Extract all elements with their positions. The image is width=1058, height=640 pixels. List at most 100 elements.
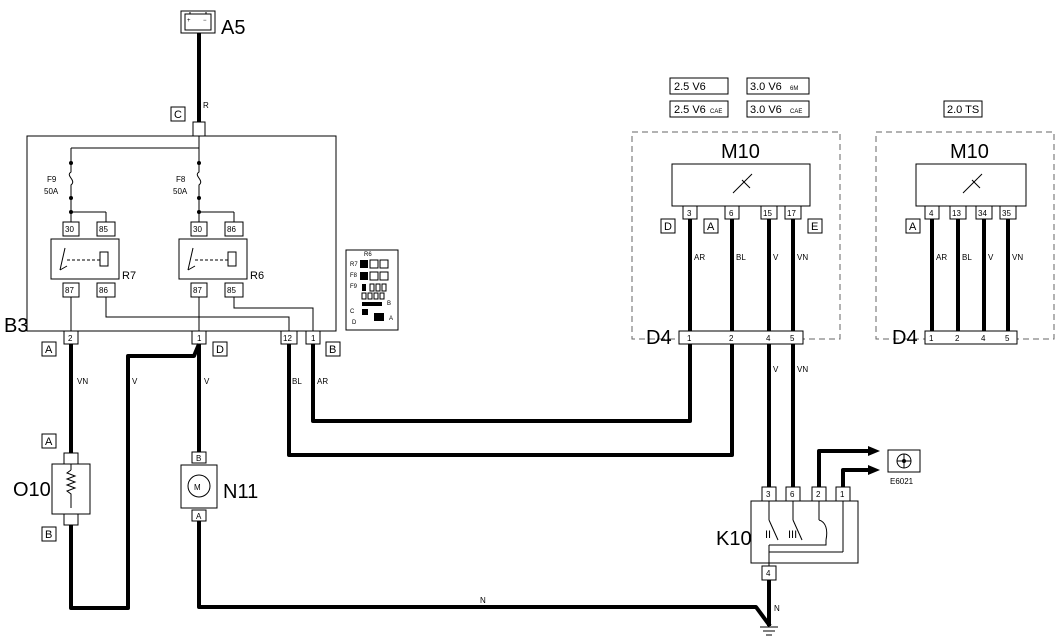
svg-text:D4: D4 <box>646 327 672 349</box>
svg-text:V: V <box>204 377 210 386</box>
svg-text:M10: M10 <box>721 141 760 163</box>
injector-icon <box>962 173 983 194</box>
svg-text:AR: AR <box>317 377 328 386</box>
engine-variants: 2.5 V6 3.0 V6 6M 2.5 V6 CAE 3.0 V6 CAE 2… <box>669 77 983 118</box>
connector-c: C <box>174 109 182 121</box>
svg-text:B: B <box>45 529 52 541</box>
svg-text:30: 30 <box>193 225 202 234</box>
svg-text:13: 13 <box>952 209 961 218</box>
svg-text:III: III <box>788 529 797 541</box>
svg-text:E: E <box>811 221 818 233</box>
connector-d4-left: 1 2 4 5 D4 <box>646 327 804 349</box>
svg-text:M: M <box>194 483 201 492</box>
label-n11: N11 <box>223 481 258 503</box>
wire-k10-e6021-b <box>841 468 868 487</box>
svg-text:3.0 V6: 3.0 V6 <box>750 81 782 93</box>
svg-text:87: 87 <box>65 286 74 295</box>
svg-text:2: 2 <box>729 334 734 343</box>
svg-text:12: 12 <box>283 334 292 343</box>
svg-text:VN: VN <box>797 253 808 262</box>
svg-text:D: D <box>216 344 224 356</box>
svg-text:1: 1 <box>197 334 202 343</box>
svg-text:86: 86 <box>99 286 108 295</box>
svg-text:5: 5 <box>1005 334 1010 343</box>
svg-text:E6021: E6021 <box>890 477 914 486</box>
svg-text:1: 1 <box>929 334 934 343</box>
svg-text:VN: VN <box>77 377 88 386</box>
svg-text:BL: BL <box>736 253 746 262</box>
svg-text:30: 30 <box>65 225 74 234</box>
svg-text:A: A <box>707 221 715 233</box>
fuse-f9-rating: 50A <box>44 187 59 196</box>
fan-icon <box>896 453 912 469</box>
svg-text:N: N <box>480 596 486 605</box>
svg-text:2: 2 <box>816 490 821 499</box>
svg-text:A: A <box>45 436 53 448</box>
svg-text:B: B <box>329 344 336 356</box>
fuse-f8-label: F8 <box>176 175 186 184</box>
heater-o10: A B O10 <box>13 433 91 542</box>
svg-text:1: 1 <box>687 334 692 343</box>
label-r6: R6 <box>250 270 264 282</box>
svg-text:N: N <box>774 604 780 613</box>
svg-text:4: 4 <box>981 334 986 343</box>
ecu-m10-left: M10 3 6 15 17 D A E AR BL V VN <box>631 131 841 340</box>
svg-text:F9: F9 <box>350 284 358 290</box>
svg-text:6: 6 <box>729 209 734 218</box>
svg-text:35: 35 <box>1002 209 1011 218</box>
svg-text:2.5 V6: 2.5 V6 <box>674 81 706 93</box>
svg-text:4: 4 <box>766 569 771 578</box>
svg-text:A: A <box>389 316 393 322</box>
wire-ar <box>311 343 692 423</box>
location-inset: R6 R7 F8 F9 B C D A <box>345 249 399 331</box>
svg-text:C: C <box>350 309 355 315</box>
fuse-relay-box-b3: B3 F9 50A F8 50A 30 85 <box>4 135 337 337</box>
svg-text:D4: D4 <box>892 327 918 349</box>
svg-text:1: 1 <box>311 334 316 343</box>
svg-text:II: II <box>765 529 771 541</box>
svg-text:2.0 TS: 2.0 TS <box>947 104 979 116</box>
svg-text:3.0 V6: 3.0 V6 <box>750 104 782 116</box>
wire-n-ground <box>197 521 772 628</box>
battery-a5: + − A5 <box>180 10 245 39</box>
svg-text:6: 6 <box>790 490 795 499</box>
wire-label-r: R <box>203 101 209 110</box>
svg-text:V: V <box>132 377 138 386</box>
relay-r6: 30 86 R6 87 85 <box>178 221 264 298</box>
svg-text:CAE: CAE <box>790 109 802 115</box>
svg-text:2: 2 <box>955 334 960 343</box>
svg-text:M10: M10 <box>950 141 989 163</box>
relay-r7: 30 85 R7 87 86 <box>50 221 136 298</box>
svg-text:85: 85 <box>99 225 108 234</box>
svg-text:BL: BL <box>292 377 302 386</box>
fan-e6021: E6021 <box>887 449 921 486</box>
svg-text:B: B <box>387 301 391 307</box>
label-r7: R7 <box>122 270 136 282</box>
ecu-m10-right: M10 4 13 34 35 A AR BL V VN <box>875 131 1055 340</box>
svg-text:A: A <box>45 344 53 356</box>
label-o10: O10 <box>13 479 51 501</box>
svg-text:V: V <box>773 253 779 262</box>
svg-text:CAE: CAE <box>710 109 722 115</box>
svg-text:F8: F8 <box>350 273 358 279</box>
svg-text:D: D <box>664 221 672 233</box>
svg-text:2: 2 <box>68 334 73 343</box>
svg-text:AR: AR <box>694 253 705 262</box>
svg-text:15: 15 <box>763 209 772 218</box>
motor-icon <box>187 474 211 498</box>
svg-text:−: − <box>203 18 207 24</box>
svg-text:V: V <box>988 253 994 262</box>
injector-icon <box>732 173 753 194</box>
switch-k10: 3 6 2 1 II III 4 K10 <box>716 486 859 581</box>
svg-text:BL: BL <box>962 253 972 262</box>
fuse-f8-rating: 50A <box>173 187 188 196</box>
wire-bl <box>287 343 734 457</box>
svg-text:D: D <box>352 320 357 326</box>
label-b3: B3 <box>4 315 28 337</box>
svg-text:R6: R6 <box>364 252 372 258</box>
svg-text:5: 5 <box>790 334 795 343</box>
ground-icon <box>760 626 778 636</box>
svg-text:4: 4 <box>929 209 934 218</box>
wire-k10-e6021-a <box>817 449 868 487</box>
